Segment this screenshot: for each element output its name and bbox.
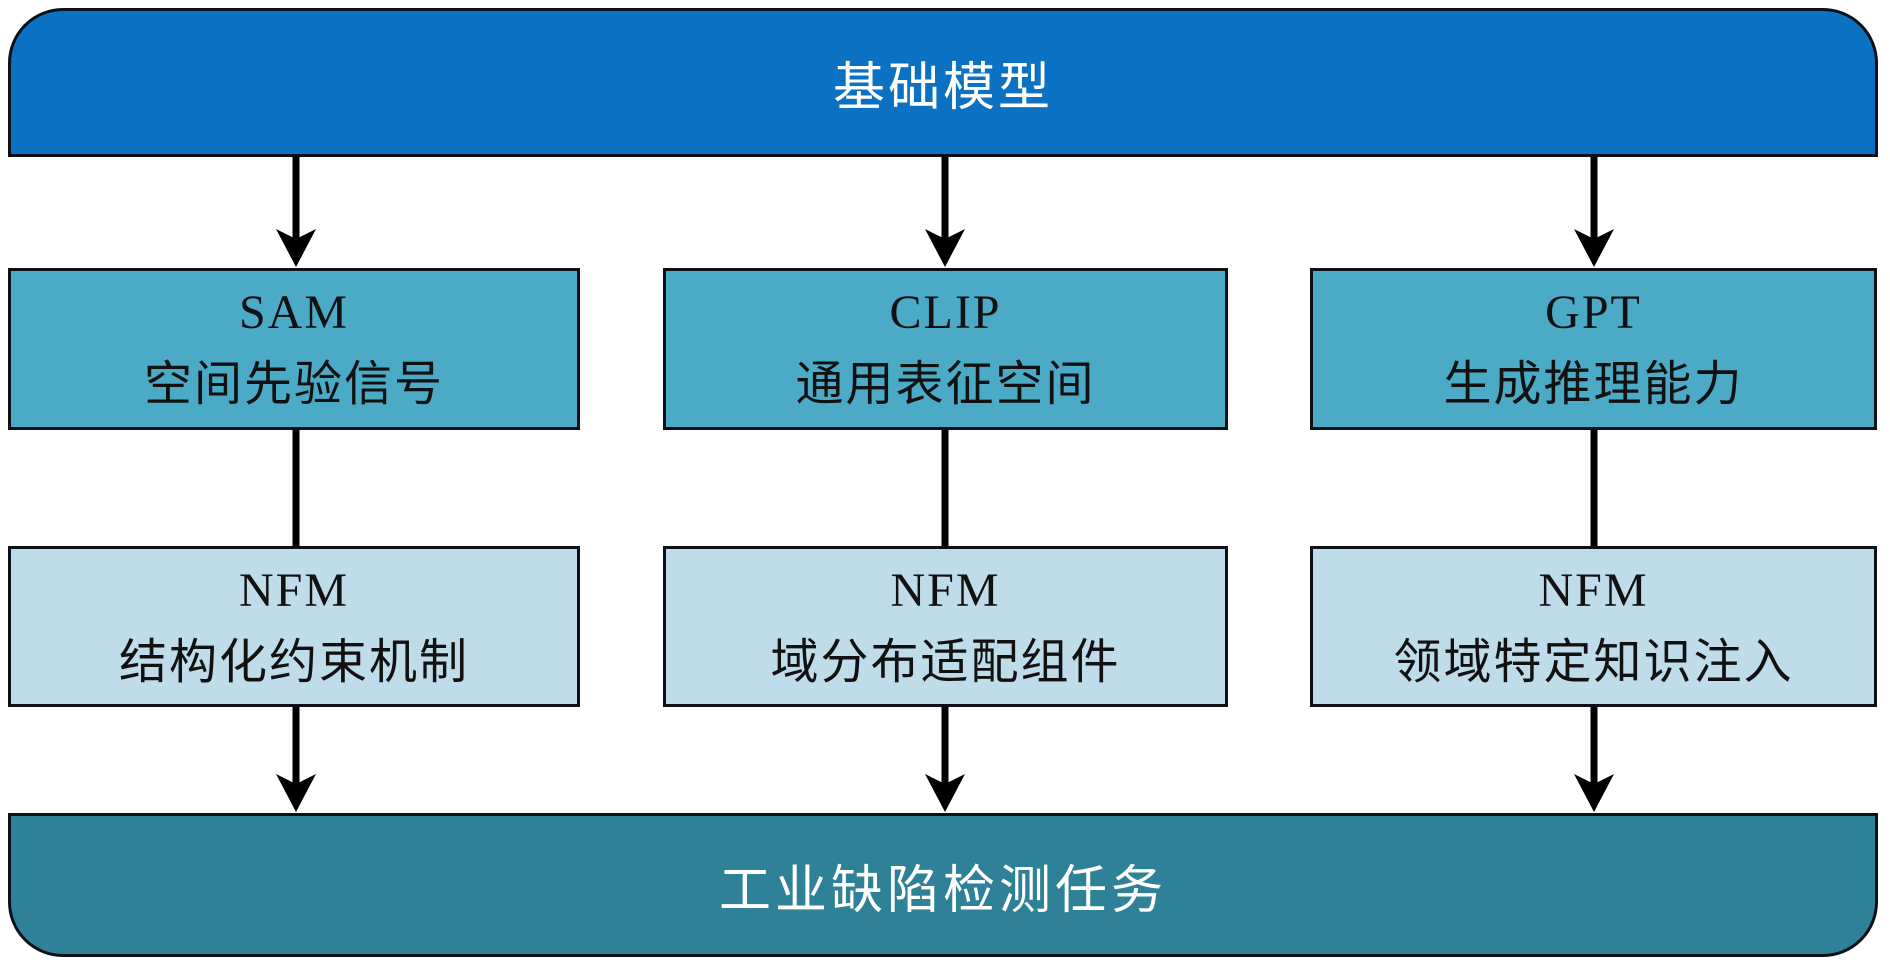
model-title: SAM <box>238 286 350 339</box>
task-label: 工业缺陷检测任务 <box>718 862 1167 920</box>
foundation-model-node: 基础模型 <box>8 8 1878 157</box>
arrow-root-to-gpt <box>1574 157 1614 267</box>
nfm-title: NFM <box>890 563 1001 617</box>
model-subtitle: 生成推理能力 <box>1443 358 1744 411</box>
arrow-nfm2-to-task <box>925 707 965 812</box>
model-node-gpt: GPT 生成推理能力 <box>1310 268 1877 430</box>
nfm-node-structural-constraint: NFM 结构化约束机制 <box>8 546 580 707</box>
nfm-title: NFM <box>238 563 350 617</box>
arrow-nfm1-to-task <box>276 707 316 812</box>
model-title: CLIP <box>889 286 1002 339</box>
model-subtitle: 通用表征空间 <box>795 358 1096 411</box>
nfm-subtitle: 域分布适配组件 <box>770 635 1121 689</box>
nfm-title: NFM <box>1538 563 1649 617</box>
nfm-node-domain-adaptation: NFM 域分布适配组件 <box>663 546 1228 707</box>
nfm-subtitle: 结构化约束机制 <box>118 635 469 689</box>
nfm-subtitle: 领域特定知识注入 <box>1393 635 1794 689</box>
arrow-nfm3-to-task <box>1574 707 1614 812</box>
model-node-sam: SAM 空间先验信号 <box>8 268 580 430</box>
foundation-model-label: 基础模型 <box>832 60 1053 117</box>
model-subtitle: 空间先验信号 <box>143 358 444 411</box>
model-node-clip: CLIP 通用表征空间 <box>663 268 1228 430</box>
nfm-node-knowledge-injection: NFM 领域特定知识注入 <box>1310 546 1877 707</box>
arrow-root-to-sam <box>276 157 316 267</box>
arrow-root-to-clip <box>925 157 965 267</box>
model-title: GPT <box>1545 286 1642 339</box>
industrial-defect-detection-node: 工业缺陷检测任务 <box>8 813 1878 957</box>
